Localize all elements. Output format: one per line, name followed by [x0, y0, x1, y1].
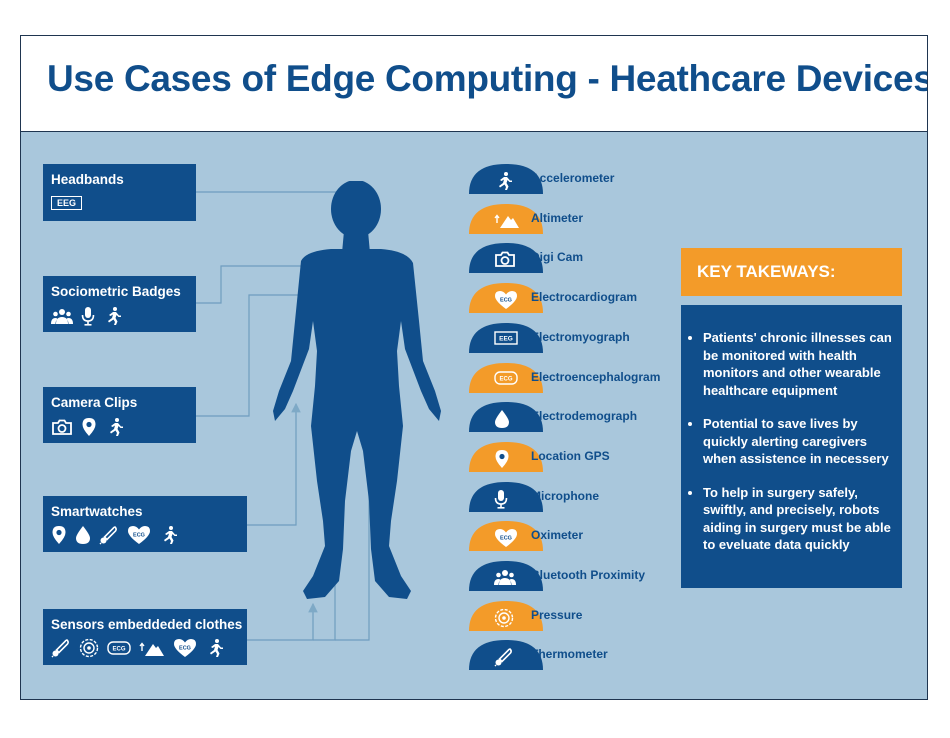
- runner-icon: [159, 525, 179, 545]
- pressure-icon: [79, 638, 99, 658]
- card-camera-clips: Camera Clips: [43, 387, 196, 443]
- takeaway-item: Patients' chronic illnesses can be monit…: [703, 329, 901, 399]
- sensor-semicircle: ECG: [469, 283, 543, 314]
- sensor-label: Oximeter: [531, 528, 584, 543]
- svg-text:ECG: ECG: [500, 536, 512, 542]
- location-pin-icon: [81, 417, 97, 437]
- connector-sociometric: [196, 261, 348, 304]
- sensor-label: Electrodemograph: [531, 409, 638, 424]
- page-title: Use Cases of Edge Computing - Heathcare …: [47, 58, 928, 99]
- sensor-label: Digi Cam: [531, 250, 584, 265]
- sensor-label: Altimeter: [531, 210, 584, 225]
- runner-icon: [103, 306, 123, 326]
- sensor-semicircle: [469, 243, 543, 274]
- sensor-semicircle: [469, 441, 543, 472]
- sensor-semicircle: [469, 561, 543, 591]
- human-body-silhouette: [273, 181, 441, 599]
- svg-text:ECG: ECG: [133, 533, 145, 539]
- sensor-semicircle: [469, 481, 543, 512]
- card-sensors-clothes: Sensors embeddeded clothes ECG ECG: [43, 609, 247, 665]
- svg-text:ECG: ECG: [112, 647, 125, 653]
- connector-smartwatch: [247, 402, 301, 526]
- card-title: Sensors embeddeded clothes: [51, 617, 243, 632]
- sensor-label: Thermometer: [531, 647, 608, 662]
- card-title: Headbands: [51, 172, 124, 187]
- runner-icon: [205, 638, 225, 658]
- svg-text:ECG: ECG: [179, 646, 191, 652]
- takeaways-heading: KEY TAKEWAYS:: [697, 262, 836, 281]
- card-title: Camera Clips: [51, 395, 138, 410]
- svg-text:ECG: ECG: [499, 376, 512, 382]
- sensor-semicircle: ECG: [469, 362, 543, 393]
- sensor-semicircle: EEG: [469, 322, 543, 353]
- sensor-label: Pressure: [531, 607, 583, 622]
- people-icon: [51, 307, 73, 325]
- camera-icon: [51, 418, 73, 436]
- drop-icon: [75, 525, 91, 545]
- sensor-semicircle: [469, 600, 543, 631]
- takeaway-item: To help in surgery safely, swiftly, and …: [703, 484, 901, 554]
- sensor-label: Electromyograph: [531, 329, 630, 344]
- altimeter-icon: [139, 639, 165, 657]
- microphone-icon: [81, 306, 95, 326]
- sensor-label: Microphone: [531, 488, 599, 503]
- sensor-label: Bluetooth Proximity: [531, 568, 646, 582]
- takeaways-heading-box: KEY TAKEWAYS:: [681, 248, 902, 296]
- sensor-label: Location GPS: [531, 448, 610, 463]
- card-title: Smartwatches: [51, 504, 143, 519]
- sensor-label: Electrocardiogram: [531, 290, 638, 305]
- ecg-heart-icon: ECG: [127, 525, 151, 545]
- infographic-frame: Use Cases of Edge Computing - Heathcare …: [20, 35, 928, 700]
- takeaways-panel: Patients' chronic illnesses can be monit…: [681, 305, 902, 588]
- location-pin-icon: [51, 525, 67, 545]
- sensor-label: Accelerometer: [531, 171, 615, 185]
- card-title: Sociometric Badges: [51, 284, 181, 299]
- ecg-badge-icon: ECG: [107, 640, 131, 656]
- card-headbands: Headbands EEG: [43, 164, 196, 221]
- eeg-badge-icon: EEG: [51, 196, 83, 210]
- takeaway-item: Potential to save lives by quickly alert…: [703, 415, 901, 468]
- svg-text:EEG: EEG: [499, 335, 513, 342]
- thermometer-icon: [51, 638, 71, 658]
- sensor-semicircle: [469, 164, 543, 194]
- sensor-semicircle: [469, 203, 543, 234]
- header: Use Cases of Edge Computing - Heathcare …: [21, 36, 927, 132]
- ecg-heart-icon: ECG: [173, 638, 197, 658]
- sensor-label: Electroencephalogram: [531, 369, 661, 384]
- card-sociometric-badges: Sociometric Badges: [43, 276, 196, 332]
- svg-text:ECG: ECG: [500, 298, 512, 304]
- sensor-semicircle: [469, 402, 543, 433]
- thermometer-icon: [99, 525, 119, 545]
- runner-icon: [105, 417, 125, 437]
- sensor-semicircle: ECG: [469, 521, 543, 552]
- sensor-semicircle: [469, 640, 543, 671]
- card-smartwatches: Smartwatches ECG: [43, 496, 247, 552]
